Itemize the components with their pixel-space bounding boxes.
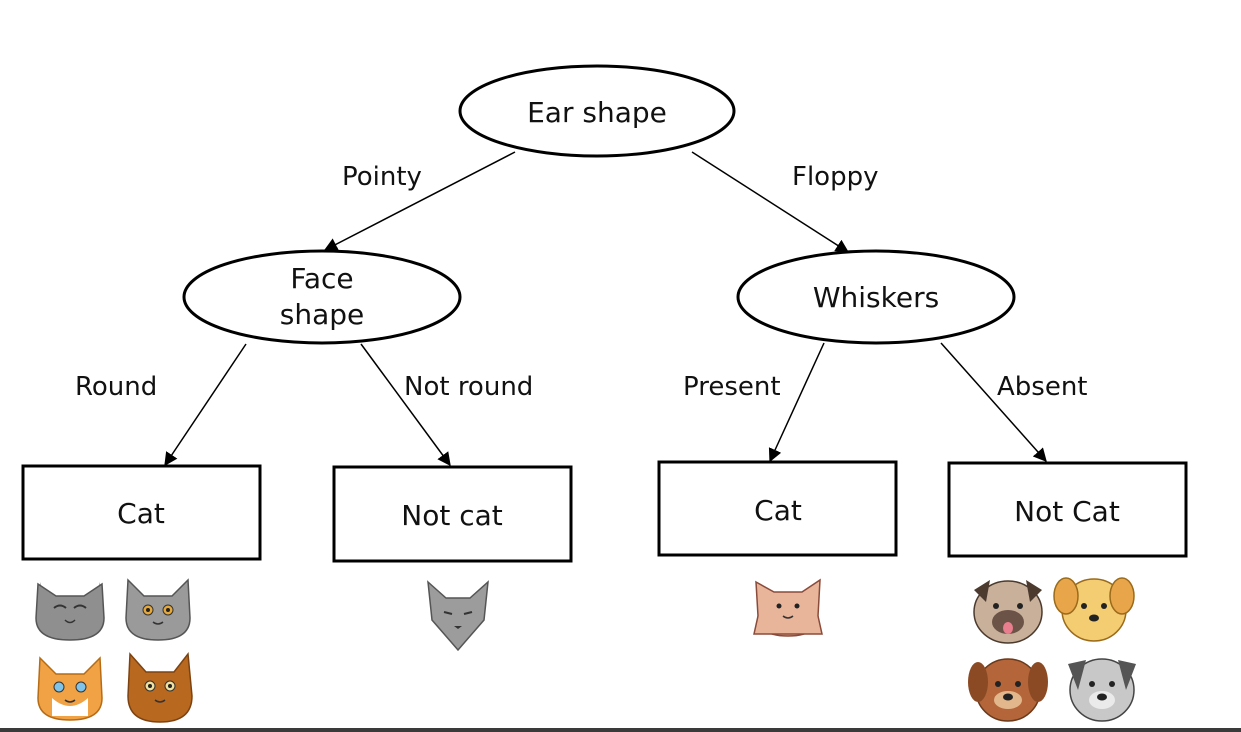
pink-cat-icon bbox=[753, 578, 823, 637]
brown-cat-icon bbox=[127, 652, 193, 723]
orange-cat-icon bbox=[37, 656, 103, 721]
leaf-node-not-cat-label: Not cat bbox=[401, 499, 503, 532]
edge-not-round bbox=[360, 343, 451, 467]
decision-node-whiskers-label: Whiskers bbox=[813, 281, 939, 314]
edge-floppy bbox=[691, 151, 850, 253]
leaf-node-cat-2: Cat bbox=[657, 460, 898, 557]
leaf-node-not-cat-2: Not Cat bbox=[947, 461, 1188, 558]
decision-node-face-shape-line1: Face bbox=[290, 262, 353, 295]
decision-node-whiskers: Whiskers bbox=[736, 249, 1016, 345]
edge-absent bbox=[940, 342, 1047, 463]
edge-present bbox=[768, 342, 825, 463]
pug-dog-icon bbox=[973, 580, 1043, 644]
edge-label-round: Round bbox=[75, 372, 157, 402]
leaf-node-not-cat: Not cat bbox=[332, 465, 573, 563]
brown-dog-icon bbox=[968, 658, 1048, 722]
bottom-divider bbox=[0, 728, 1241, 732]
edge-label-present: Present bbox=[683, 372, 781, 402]
decision-node-face-shape: Face shape bbox=[182, 249, 462, 345]
decision-node-ear-shape: Ear shape bbox=[458, 64, 736, 158]
edge-label-not-round: Not round bbox=[404, 372, 533, 402]
leaf-node-not-cat-2-label: Not Cat bbox=[1014, 495, 1120, 528]
leaf-node-cat-1-label: Cat bbox=[117, 497, 165, 530]
edge-label-floppy: Floppy bbox=[792, 162, 878, 192]
edge-round bbox=[164, 343, 247, 467]
gray-cat-icon bbox=[427, 580, 489, 652]
decision-node-face-shape-line2: shape bbox=[280, 298, 365, 331]
decision-node-ear-shape-label: Ear shape bbox=[527, 96, 667, 129]
edge-pointy bbox=[323, 151, 516, 251]
gray-cat-icon bbox=[125, 578, 191, 641]
leaf-node-cat-2-label: Cat bbox=[754, 494, 802, 527]
edge-label-absent: Absent bbox=[997, 372, 1088, 402]
edge-label-pointy: Pointy bbox=[342, 162, 422, 192]
gray-dog-icon bbox=[1068, 658, 1136, 722]
gray-cat-icon bbox=[35, 582, 105, 641]
yellow-dog-icon bbox=[1053, 577, 1135, 642]
leaf-node-cat-1: Cat bbox=[21, 464, 262, 561]
